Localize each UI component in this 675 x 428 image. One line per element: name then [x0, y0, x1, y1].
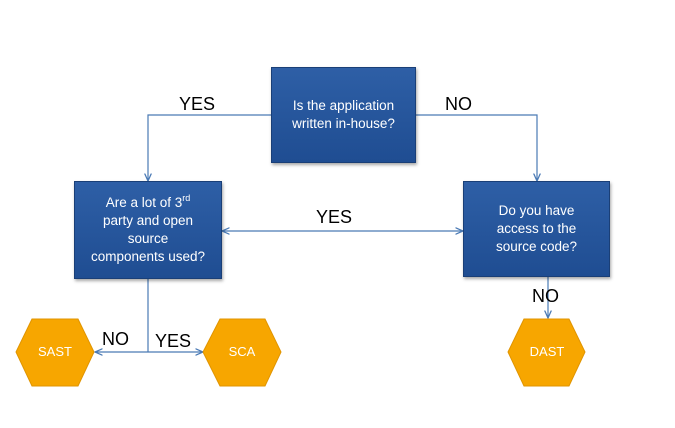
decision-source-line3: source code? — [495, 239, 578, 254]
decision-thirdparty-line1-text: Are a lot of 3 — [105, 195, 183, 210]
sast-hexagon — [15, 318, 95, 387]
decision-inhouse-line2: written in-house? — [292, 116, 395, 131]
edge-label-inhouse-yes: YES — [179, 94, 216, 114]
edge-label-thirdparty-yes: YES — [155, 331, 192, 351]
decision-thirdparty-line3: source — [127, 231, 169, 246]
edge-label-thirdparty-no: NO — [102, 329, 129, 349]
decision-thirdparty-line1: Are a lot of 3rd — [91, 192, 205, 212]
decision-thirdparty-superscript: rd — [182, 192, 191, 203]
decision-inhouse: Is the application written in-house? — [271, 67, 416, 163]
outcome-dast-label: DAST — [529, 344, 565, 359]
decision-thirdparty: Are a lot of 3rd party and open source c… — [74, 181, 222, 279]
sca-hexagon — [202, 318, 282, 387]
decision-source-line2: access to the — [496, 221, 577, 236]
decision-thirdparty-line2: party and open — [102, 213, 194, 228]
edge-label-source-no: NO — [532, 286, 559, 306]
decision-source-line1: Do you have — [498, 203, 575, 218]
edge-label-inhouse-no: NO — [445, 94, 472, 114]
edge-inhouse-no — [416, 114, 537, 181]
edge-label-middle-yes: YES — [316, 207, 353, 227]
outcome-sast-label: SAST — [38, 344, 72, 359]
outcome-sca-label: SCA — [228, 344, 256, 359]
dast-hexagon — [507, 318, 586, 387]
decision-thirdparty-line4: components used? — [90, 249, 206, 264]
decision-source-access: Do you have access to the source code? — [463, 181, 610, 277]
edge-inhouse-yes — [148, 114, 271, 181]
decision-inhouse-line1: Is the application — [292, 98, 395, 113]
